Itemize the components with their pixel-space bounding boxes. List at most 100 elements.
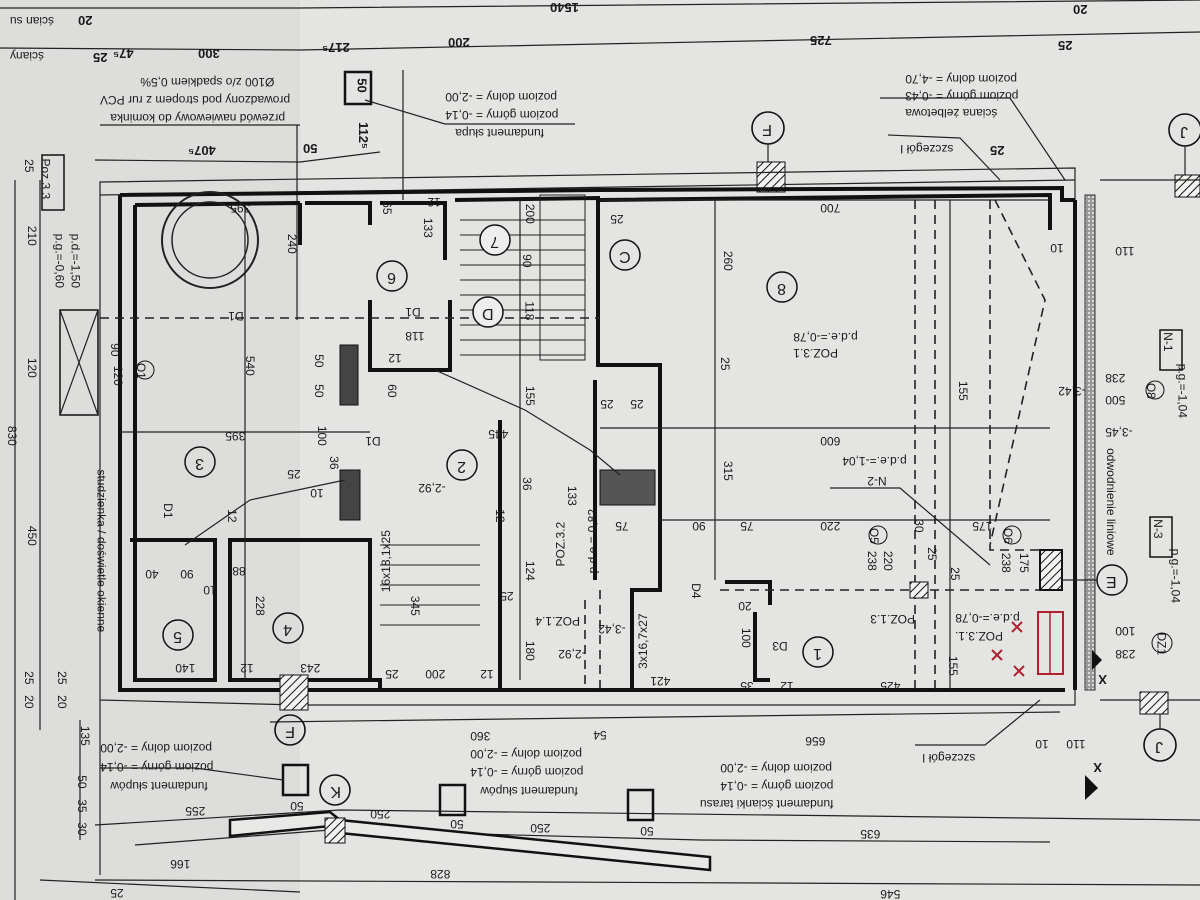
- dimension-label: 10: [310, 486, 324, 500]
- room-4: 4: [272, 612, 304, 644]
- marker-C: C: [609, 239, 641, 271]
- dimension-label: 238: [1105, 371, 1125, 385]
- dimension-label: 260: [721, 251, 735, 271]
- dimension-label: 345: [408, 596, 422, 616]
- dimension-label: N-2: [867, 474, 887, 488]
- dimension-label: p.g.=-1,04: [1175, 364, 1189, 419]
- dimension-label: 12: [480, 667, 494, 681]
- dimension-label: 7: [490, 233, 499, 250]
- dimension-label: 120: [25, 358, 39, 378]
- dim: 300: [198, 46, 220, 61]
- dim-total: 1540: [550, 0, 579, 15]
- dimension-label: 90: [692, 519, 706, 533]
- dimension-label: 255: [185, 804, 205, 818]
- dimension-label: -3,42: [1058, 384, 1086, 398]
- note-sciana-zelbetowa: ściana żelbetowa poziom górny = -0,43 po…: [880, 72, 1066, 181]
- dimension-label: POZ.1.3: [870, 612, 915, 626]
- marker-F-top: F: [751, 111, 786, 193]
- dimension-label: 700: [820, 201, 840, 215]
- door-label: D1: [161, 503, 175, 519]
- door-label: D1: [228, 309, 244, 323]
- dimension-label: 25: [925, 547, 939, 561]
- dimension-label: 250: [530, 821, 550, 835]
- dimension-label: 35: [740, 679, 754, 693]
- dashed-lines: [100, 199, 1046, 690]
- door-label: D4: [689, 583, 703, 599]
- dimension-label: fundament ścianki tarasu: [700, 797, 833, 811]
- dimension-label: 25: [718, 357, 732, 371]
- room-7: 7: [479, 224, 511, 256]
- dimension-label: 546: [880, 887, 900, 900]
- dimension-label: prowadzony pod stropem z rur PCV: [100, 93, 290, 107]
- dimension-label: F: [285, 723, 295, 740]
- dimension-label: 200: [425, 667, 445, 681]
- highlighted-pillar: [909, 549, 1064, 677]
- room-labels: 1 2 3 4 5 6 7 8 C D E: [162, 224, 1128, 668]
- dimension-label: 60: [385, 384, 399, 398]
- dimension-label: 6: [387, 269, 396, 286]
- dimension-label: Ø100 z/o spadkiem 0,5%: [140, 75, 274, 89]
- dimension-label: 100: [1115, 624, 1135, 638]
- inner-dimensions: 395 540 395 240 65 12 133 200 90 118 25 …: [145, 195, 1134, 693]
- dimension-label: -2,92: [558, 647, 586, 661]
- dimension-label: O6: [1001, 528, 1015, 544]
- dimension-label: 36: [520, 477, 534, 491]
- dimension-label: 155: [946, 656, 960, 676]
- dimension-label: 500: [1105, 393, 1125, 407]
- dimension-label: 250: [370, 807, 390, 821]
- dimension-label: 25: [287, 467, 301, 481]
- dimension-label: 238: [1115, 647, 1135, 661]
- paper-shadow-left: [0, 0, 300, 900]
- dimension-label: 12: [388, 351, 402, 365]
- dimension-label: 50: [312, 354, 326, 368]
- dimension-label: ściana żelbetowa: [905, 106, 997, 120]
- studzienka-label: studzienka / doświetle okienne: [95, 469, 109, 632]
- dimension-label: O1: [134, 363, 148, 379]
- dimension-label: p.d.e.=-0,78: [955, 611, 1020, 625]
- marker-K: K: [319, 774, 351, 806]
- dimension-label: p.g.=-0,60: [52, 234, 66, 289]
- dimension-label: 16x18,1x25: [379, 530, 393, 592]
- dimension-label: 40: [145, 567, 159, 581]
- left-dimensions: 25 210 120 830 450 25 20 135 50 35 30 25…: [5, 159, 92, 836]
- dimension-label: 220: [881, 551, 895, 571]
- dimension-label: poziom górny = -0,14: [100, 760, 213, 774]
- room-3: 3: [184, 446, 216, 478]
- dimension-label: 90: [108, 343, 122, 357]
- bottom-structures: [39, 674, 1200, 893]
- stairs: [161, 191, 656, 626]
- dim: 725: [810, 33, 832, 48]
- dimension-label: 238: [999, 553, 1013, 573]
- dimension-label: 635: [860, 827, 880, 841]
- dimension-label: 12: [427, 195, 441, 209]
- building-walls: [99, 167, 1200, 706]
- dim: 200: [448, 35, 470, 50]
- dimension-label: 118: [405, 329, 424, 343]
- door-label: D3: [772, 639, 788, 653]
- dimension-label: 10: [1035, 737, 1049, 751]
- dimension-label: 25: [630, 397, 644, 411]
- door-label: D1: [405, 305, 421, 319]
- dimension-label: 36: [327, 456, 341, 470]
- dimension-label: 35: [75, 799, 89, 813]
- dimension-label: 4: [283, 621, 292, 638]
- dimension-label: szczegół I: [922, 751, 975, 765]
- interior-dimension-lines: [120, 199, 1050, 690]
- dimension-label: poziom dolny = -2,00: [445, 90, 557, 104]
- dimension-label: 600: [820, 434, 840, 448]
- door-label: D1: [365, 434, 381, 448]
- marker-E: E: [1062, 564, 1128, 596]
- dimension-label: 133: [421, 218, 435, 238]
- marker-D: D: [472, 296, 504, 328]
- dimension-label: 75: [740, 519, 754, 533]
- dimension-label: K: [330, 783, 341, 800]
- dimension-label: 175: [1017, 553, 1031, 573]
- left-dimension-line: [14, 180, 81, 900]
- dimension-label: POZ.3.1.: [955, 629, 1003, 643]
- dimension-label: 220: [820, 519, 840, 533]
- note-przewod: przewód nawiewowy do kominka prowadzony …: [100, 75, 300, 320]
- dimension-label: 25: [385, 667, 399, 681]
- dimension-label: 228: [253, 596, 267, 616]
- dimension-label: POZ.1.4: [535, 614, 580, 628]
